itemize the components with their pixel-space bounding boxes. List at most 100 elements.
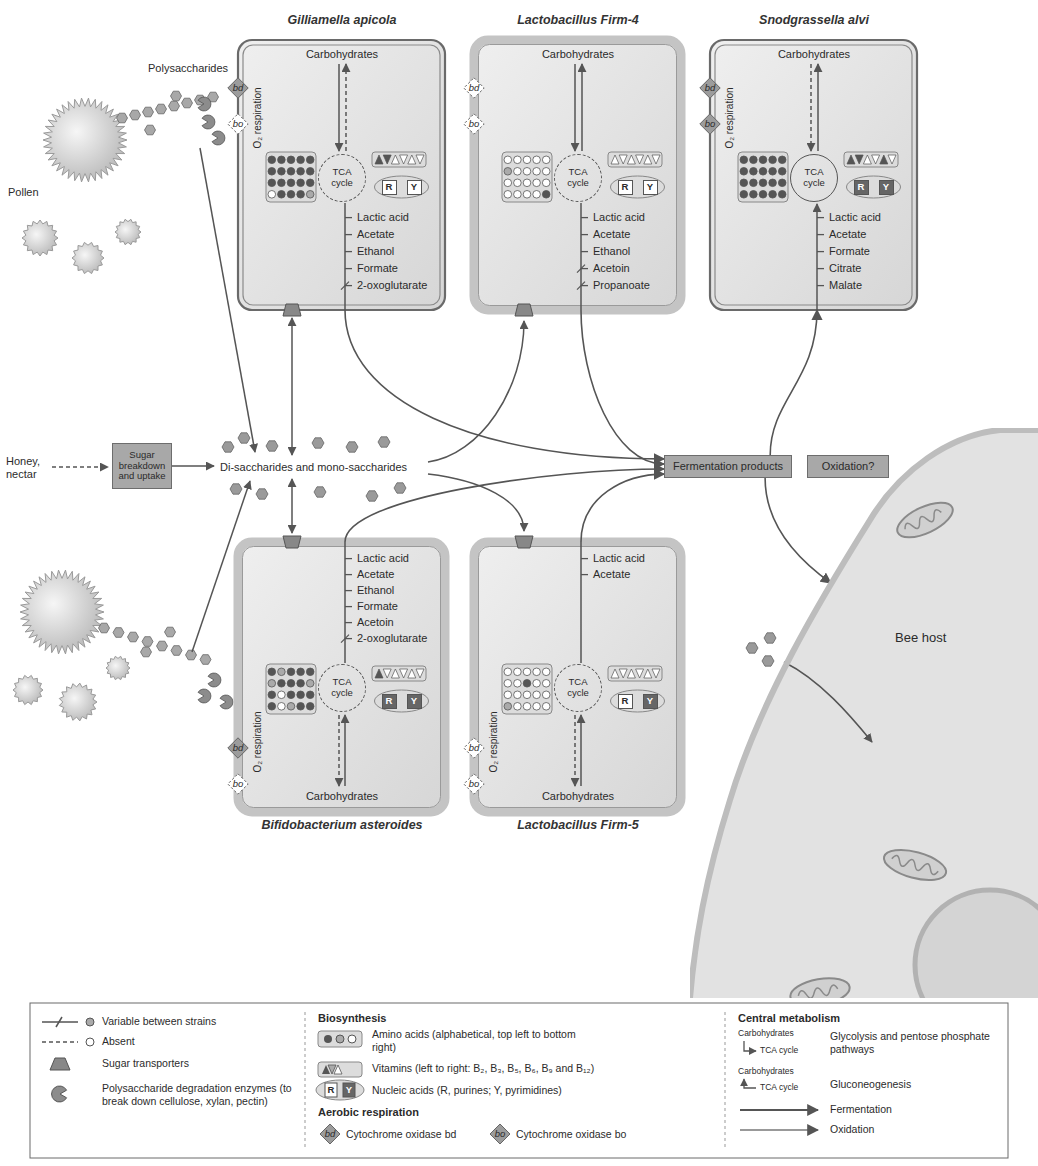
product-label: Acetate	[357, 228, 394, 241]
amino-acid-dot	[750, 168, 758, 176]
amino-acid-dot	[542, 703, 550, 711]
amino-acid-dot	[533, 168, 541, 176]
product-tick	[817, 268, 824, 269]
cell-wall	[238, 40, 445, 310]
vitamin-triangle	[408, 155, 416, 164]
illustration-label: Polysaccharides	[148, 62, 228, 75]
pollen-grain	[20, 570, 104, 654]
host-cell: Bee host	[690, 428, 1038, 998]
nucleic-acid-box: R	[618, 180, 633, 195]
flow-arrow	[581, 474, 664, 542]
vitamin-triangle	[636, 669, 644, 678]
vitamin-triangle	[391, 155, 399, 164]
substrate-label: Carbohydrates	[542, 790, 614, 803]
cell-wall	[710, 40, 917, 310]
legend-text: Polysaccharide degradation enzymes (to b…	[102, 1082, 292, 1107]
symbol-label: bo	[233, 119, 244, 130]
amino-acid-grid	[502, 664, 552, 714]
legend-text: Nucleic acids (R, purines; Y, pyrimidine…	[372, 1084, 712, 1097]
legend-line-sample	[42, 1041, 78, 1043]
cell-membrane	[243, 547, 441, 808]
product-tick	[817, 285, 824, 286]
legend-symbol-text: bo	[495, 1128, 506, 1139]
sugar-hexagon	[266, 441, 278, 451]
symbol-label: bd	[705, 83, 716, 94]
amino-acid-dot	[278, 156, 286, 164]
amino-acid-dot	[504, 680, 512, 688]
respiration-label: O₂ respiration	[252, 87, 264, 148]
variable-mark	[341, 635, 349, 643]
vitamin-triangle	[383, 669, 391, 678]
amino-acid-dot	[504, 703, 512, 711]
vitamin-triangle	[416, 155, 424, 164]
product-line	[344, 542, 346, 663]
amino-acid-dot	[306, 179, 314, 187]
amino-acid-dot	[514, 691, 522, 699]
pollen-grain	[13, 675, 43, 704]
host-label: Bee host	[895, 630, 946, 646]
product-label: Acetoin	[593, 262, 630, 275]
diamond-shape	[464, 78, 484, 98]
glycolysis-symbol	[744, 1041, 756, 1051]
diamond-shape	[464, 114, 484, 134]
amino-acid-dot	[278, 179, 286, 187]
sugar-hexagon	[117, 113, 128, 123]
nucleic-acid-ellipse	[611, 176, 665, 198]
vitamin-triangle	[619, 669, 627, 678]
legend-text: Vitamins (left to right: B₂, B₃, B₅, B₆,…	[372, 1062, 712, 1075]
vitamin-triangle	[375, 669, 383, 678]
legend-text: Variable between strains	[102, 1015, 216, 1028]
legend-heading: Biosynthesis	[318, 1012, 386, 1025]
cytochrome-diamond: bo	[699, 113, 721, 135]
variable-mark	[341, 282, 349, 290]
product-label: Acetate	[357, 568, 394, 581]
amino-acid-dot	[278, 680, 286, 688]
symbol-label: R	[622, 696, 629, 707]
legend-symbol-text: Carbohydrates	[738, 1066, 794, 1076]
breakdown-arrow	[192, 481, 250, 652]
cycle-label: TCA cycle	[562, 167, 594, 189]
respiration-label: O₂ respiration	[252, 711, 264, 772]
vitamin-triangle	[408, 669, 416, 678]
amino-acid-dot	[769, 156, 777, 164]
nucleic-acid-box: Y	[407, 694, 422, 709]
vitamin-box	[844, 152, 898, 167]
legend-text: Glycolysis and pentose phosphate pathway…	[830, 1030, 1000, 1055]
product-label: Acetoin	[357, 616, 394, 629]
legend-symbol-text: TCA cycle	[760, 1045, 798, 1055]
sugar-transporter	[283, 536, 301, 548]
amino-acid-dot	[306, 168, 314, 176]
sugar-hexagon	[99, 623, 110, 633]
glycolysis-arrow	[344, 715, 346, 786]
amino-acid-dot	[542, 668, 550, 676]
cytochrome-diamond: bd	[699, 77, 721, 99]
flow-arrow	[581, 310, 664, 464]
flow-arrow	[765, 478, 831, 583]
process-box: Sugar breakdown and uptake	[112, 443, 172, 489]
honey-arrow	[52, 466, 108, 468]
bacterium-cell: Gilliamella apicolaCarbohydratesO₂ respi…	[238, 40, 445, 310]
diamond-shape	[464, 774, 484, 794]
product-tick	[345, 622, 352, 623]
amino-acid-dot	[297, 179, 305, 187]
amino-acid-dot	[504, 156, 512, 164]
amino-acid-dot	[514, 179, 522, 187]
species-name: Gilliamella apicola	[287, 13, 396, 28]
product-label: 2-oxoglutarate	[357, 632, 427, 645]
legend-symbol-text: Carbohydrates	[738, 1028, 794, 1038]
vitamin-triangle	[627, 669, 635, 678]
vitamin-triangle	[383, 155, 391, 164]
gluconeogenesis-arrow	[345, 64, 347, 151]
enzyme-symbol	[198, 689, 211, 703]
amino-acid-dot	[336, 1035, 344, 1043]
amino-acid-dot	[514, 191, 522, 199]
amino-acid-dot	[778, 156, 786, 164]
legend-symbol-text: bd	[325, 1128, 336, 1139]
legend-text: Cytochrome oxidase bo	[516, 1128, 626, 1141]
vitamin-triangle	[644, 669, 652, 678]
product-tick	[345, 268, 352, 269]
host-cell-outline	[690, 428, 1038, 998]
symbol-label: bo	[469, 119, 480, 130]
amino-acid-dot	[778, 179, 786, 187]
product-label: 2-oxoglutarate	[357, 279, 427, 292]
